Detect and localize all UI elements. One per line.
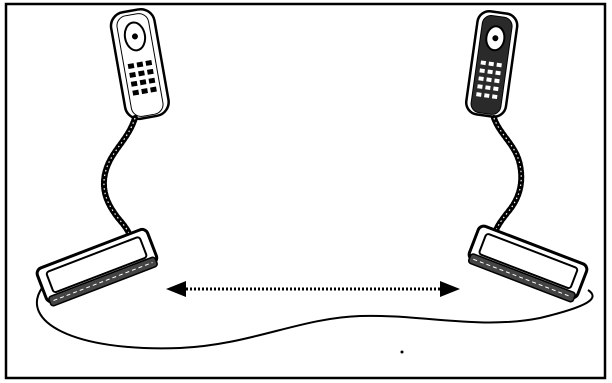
stray-dot xyxy=(401,351,404,354)
left-handset xyxy=(109,7,171,121)
right-base xyxy=(466,224,589,303)
right-coiled-cord xyxy=(494,118,521,236)
left-base xyxy=(35,228,159,308)
right-handset xyxy=(465,10,519,119)
left-coiled-cord xyxy=(104,118,135,236)
connecting-cable xyxy=(37,288,593,348)
double-headed-arrow xyxy=(166,281,460,297)
